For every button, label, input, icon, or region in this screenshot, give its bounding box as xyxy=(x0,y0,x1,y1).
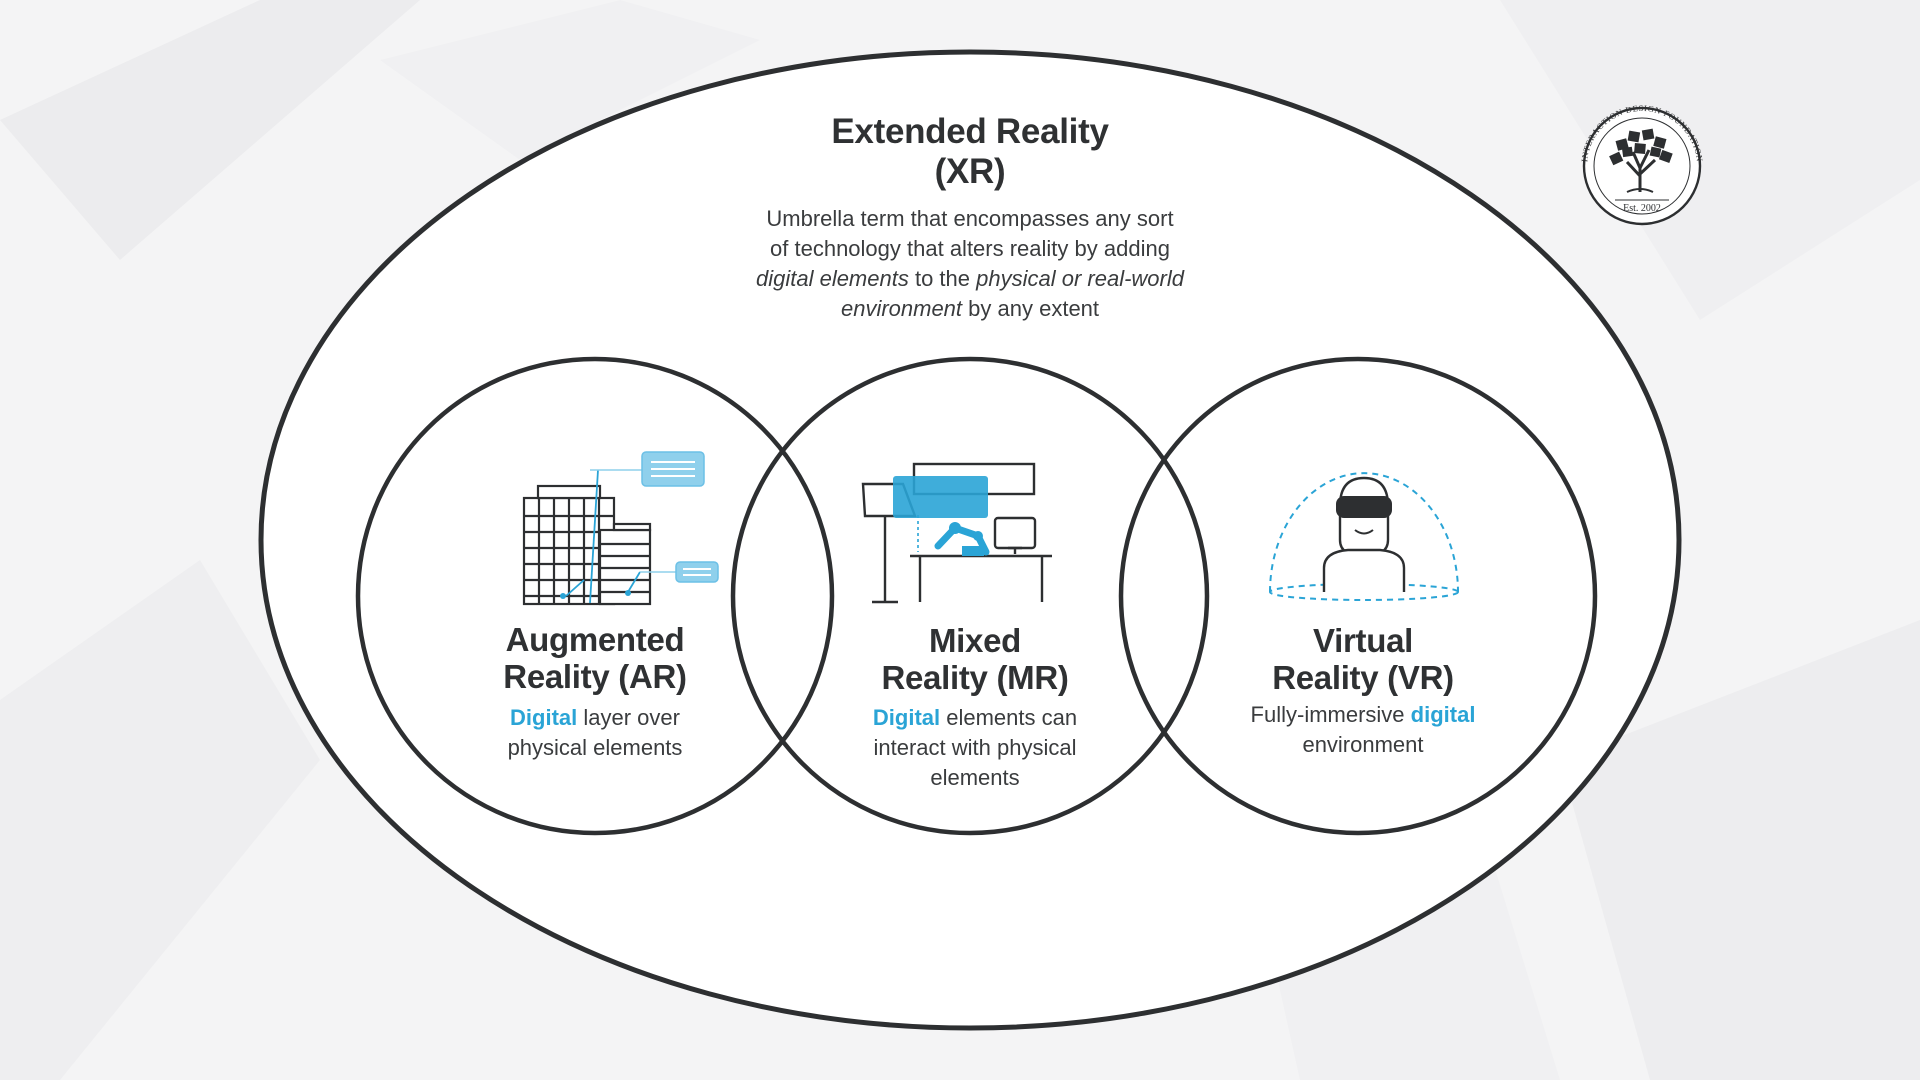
ar-desc-line1-rest: layer over xyxy=(577,705,680,730)
vr-desc-line2: environment xyxy=(1302,732,1424,757)
xr-desc-to-the: to the xyxy=(908,266,977,291)
ar-callout-bubbles xyxy=(560,451,719,599)
ar-title: Augmented Reality (AR) xyxy=(425,621,765,695)
mr-desc-line3: elements xyxy=(930,765,1020,790)
xr-desc-line3: digital elements to the physical or real… xyxy=(700,264,1240,294)
vr-headset-person-icon xyxy=(1269,472,1459,601)
mr-description: Digital elements can interact with physi… xyxy=(800,703,1150,793)
mr-desc-line2: interact with physical xyxy=(873,735,1077,760)
vr-circle xyxy=(1118,356,1598,836)
mr-desc-line1-rest: elements can xyxy=(940,705,1078,730)
vr-title-line1: Virtual xyxy=(1313,622,1413,659)
logo-est-text: Est. 2002 xyxy=(1623,203,1661,214)
logo-tree-icon xyxy=(1609,128,1673,193)
xr-desc-digital-elements: digital elements xyxy=(755,266,909,291)
mr-desc-highlight: Digital xyxy=(872,705,941,730)
building-ar-icon xyxy=(522,457,676,606)
ar-desc-line1: Digital layer over xyxy=(425,703,765,733)
vr-title-line2: Reality (VR) xyxy=(1272,659,1454,696)
mr-title-line2: Reality (MR) xyxy=(881,659,1069,696)
xr-description: Umbrella term that encompasses any sort … xyxy=(700,204,1240,324)
ar-desc-line2: physical elements xyxy=(507,735,683,760)
idf-tree-logo: INTERACTION DESIGN FOUNDATION Est. 2002 xyxy=(1579,103,1704,226)
mr-circle xyxy=(730,356,1210,836)
xr-desc-physical: physical or real-world xyxy=(976,266,1184,291)
mr-title-line1: Mixed xyxy=(928,622,1022,659)
mr-hologram xyxy=(893,476,990,556)
xr-desc-by-any-extent: by any extent xyxy=(962,296,1100,321)
xr-desc-environment: environment xyxy=(840,296,963,321)
ar-circle xyxy=(355,356,835,836)
ar-title-line1: Augmented xyxy=(505,621,685,658)
vr-desc-highlight: digital xyxy=(1410,702,1476,727)
ar-desc-highlight: Digital xyxy=(510,705,578,730)
xr-title: Extended Reality (XR) xyxy=(710,112,1230,192)
xr-outer-ellipse xyxy=(258,49,1682,1031)
xr-desc-line1: Umbrella term that encompasses any sort xyxy=(766,206,1174,231)
xr-desc-line4: environment by any extent xyxy=(700,294,1240,324)
mr-title: Mixed Reality (MR) xyxy=(805,622,1145,696)
xr-title-line2: (XR) xyxy=(934,152,1006,191)
vr-title: Virtual Reality (VR) xyxy=(1193,622,1533,696)
xr-desc-line2: of technology that alters reality by add… xyxy=(770,236,1170,261)
ar-title-line2: Reality (AR) xyxy=(503,658,687,695)
vr-desc-line1-start: Fully-immersive xyxy=(1250,702,1411,727)
xr-title-line1: Extended Reality xyxy=(831,112,1109,151)
vr-description: Fully-immersive digital environment xyxy=(1193,700,1533,760)
ar-description: Digital layer over physical elements xyxy=(425,703,765,763)
mr-desc-line1: Digital elements can xyxy=(800,703,1150,733)
vr-desc-line1: Fully-immersive digital xyxy=(1193,700,1533,730)
